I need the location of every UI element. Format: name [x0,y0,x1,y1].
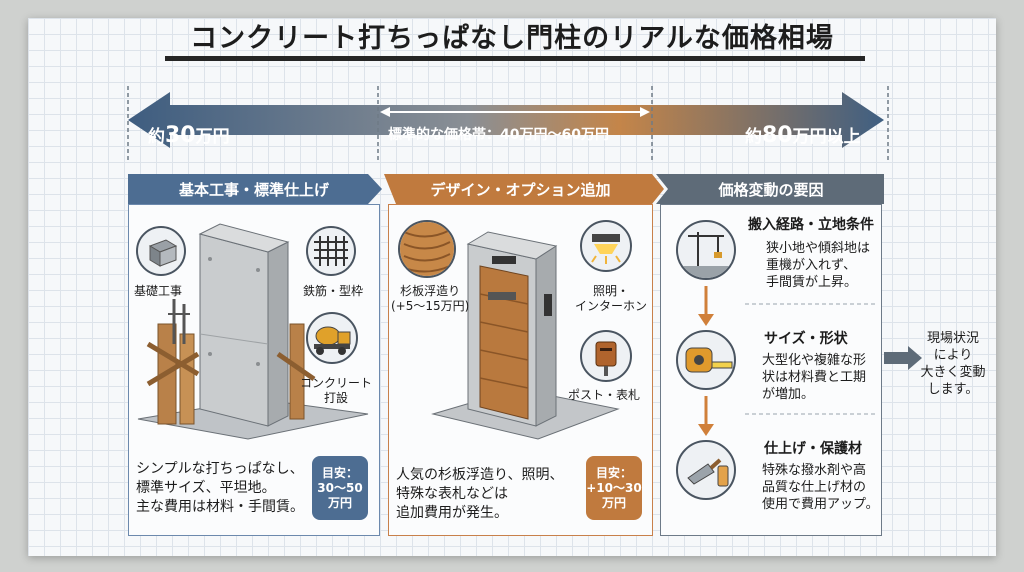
design-description: 人気の杉板浮造り、照明、 特殊な表札などは 追加費用が発生。 [396,467,564,521]
cedar-board-icon [398,220,456,278]
factor-finish-title: 仕上げ・保護材 [764,441,862,457]
column-header-factors: 価格変動の要因 [718,180,824,199]
pillar-construction-illustration [137,223,369,440]
label-rebar-formwork: 鉄筋・型枠 [303,284,364,298]
price-low-label: 約30万円 [148,123,230,148]
column-header-design: デザイン・オプション追加 [430,180,611,199]
factor-size-body: 大型化や複雑な形状は材料費と工期が増加。 [762,353,867,402]
design-pillar-illustration [431,231,620,440]
factor-site-title: 搬入経路・立地条件 [748,217,874,233]
basic-description: シンプルな打ちっぱなし、 標準サイズ、平坦地。 主な費用は材料・手間賃。 [136,461,304,515]
title-underline [165,56,865,61]
label-light-intercom: 照明・ インターホン [575,284,648,313]
factor-flow-arrows [698,286,714,436]
price-high-label: 約80万円以上 [745,123,861,148]
label-concrete-pouring: コンクリート 打設 [300,376,373,405]
rebar-grid-icon [306,226,356,276]
mailbox-icon [580,330,632,382]
price-mid-label: 標準的な価格帯：40万円〜60万円 [388,127,609,143]
side-arrow [884,346,922,370]
crane-icon [676,220,736,280]
factor-finish-body: 特殊な撥水剤や高品質な仕上げ材の使用で費用アップ。 [762,463,879,512]
factor-site-body: 狭小地や傾斜地は重機が入れず、手間賃が上昇。 [766,241,871,290]
label-cedar-finish: 杉板浮造り (+5〜15万円) [391,284,470,313]
factor-size-title: サイズ・形状 [764,331,848,347]
trowel-icon [676,440,736,500]
light-fixture-icon [580,220,632,272]
side-note: 現場状況により大きく変動します。 [920,331,986,397]
tape-measure-icon [676,330,736,390]
label-foundation: 基礎工事 [134,284,183,298]
foundation-icon [136,226,186,276]
column-header-basic: 基本工事・標準仕上げ [178,180,329,199]
mixer-truck-icon [306,312,358,364]
label-post-nameplate: ポスト・表札 [568,388,641,402]
page-title: コンクリート打ちっぱなし門柱のリアルな価格相場 [190,23,834,54]
